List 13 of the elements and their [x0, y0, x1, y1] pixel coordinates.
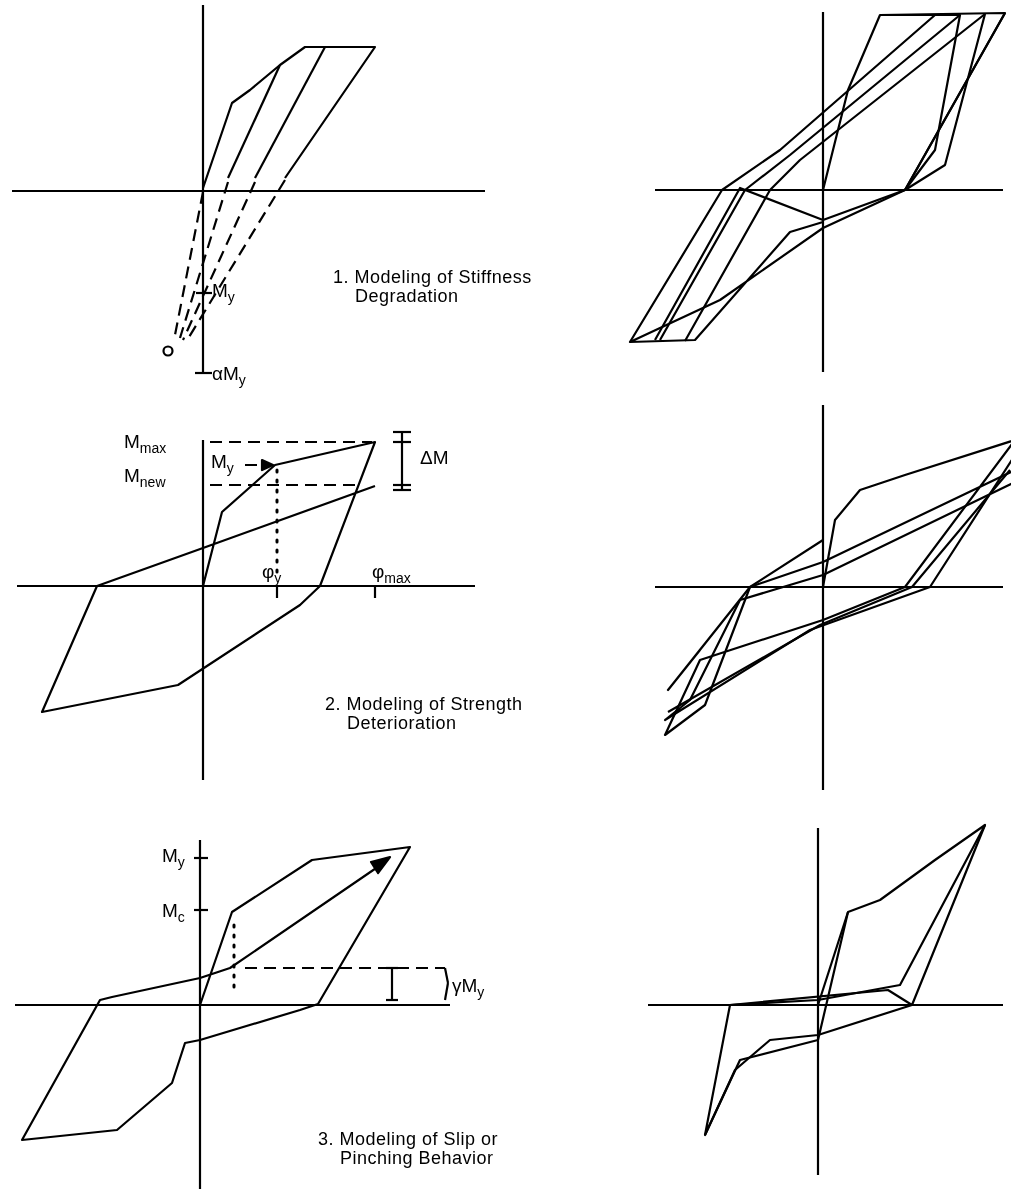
- figure-caption: 3. Modeling of Slip or Pinching Behavior: [318, 1130, 500, 1168]
- figure-caption: 2. Modeling of Strength Deterioration: [325, 695, 524, 733]
- axis-label: ΔM: [420, 448, 449, 467]
- axis-label: M$_{y}$: [162, 846, 185, 869]
- axis-label: αM$_{y}$: [212, 364, 246, 387]
- axis-label: M$_{new}$: [124, 466, 166, 489]
- axis-label: M$_{c}$: [162, 901, 185, 924]
- axis-label: M$_{y}$: [212, 281, 235, 304]
- figure-caption: 1. Modeling of Stiffness Degradation: [333, 268, 533, 306]
- axis-label: φ$_{max}$: [372, 562, 411, 585]
- axis-label: γM$_{y}$: [452, 976, 485, 999]
- axis-label: M$_{y}$: [211, 452, 234, 475]
- axis-label: M$_{max}$: [124, 432, 167, 455]
